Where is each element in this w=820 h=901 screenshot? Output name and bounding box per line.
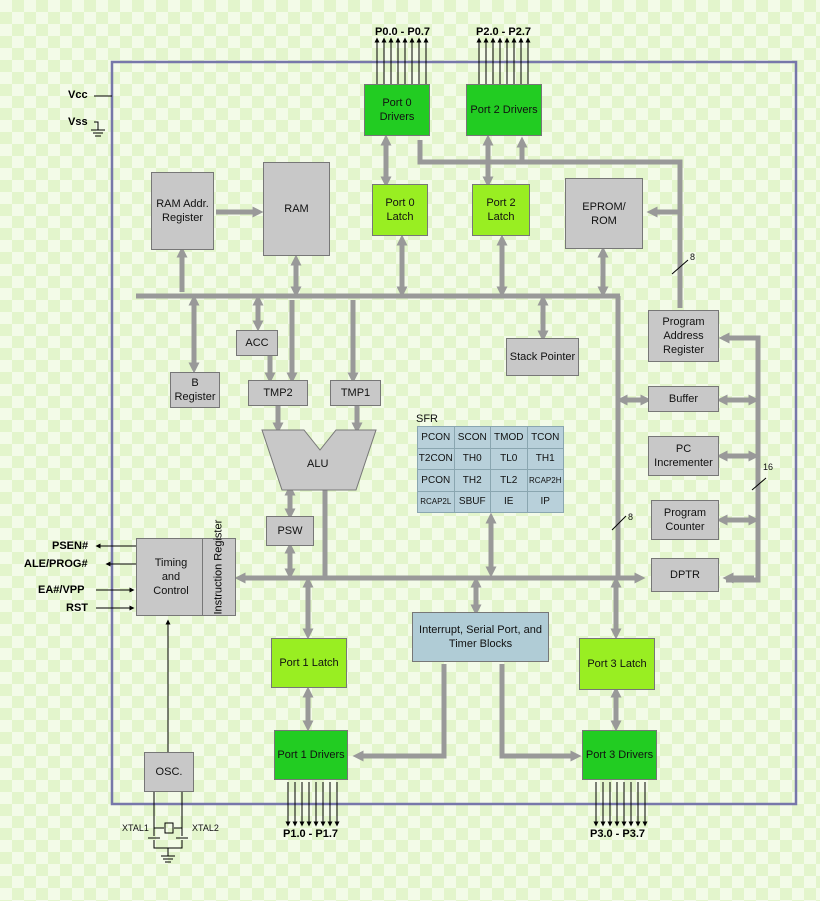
port2-drivers: Port 2 Drivers xyxy=(466,84,542,136)
b-register: B Register xyxy=(170,372,220,408)
sfr-row: PCON TH2 TL2 RCAP2H xyxy=(417,469,564,492)
psen-label: PSEN# xyxy=(52,540,89,552)
port2-latch: Port 2 Latch xyxy=(472,184,530,236)
acc-register: ACC xyxy=(236,330,278,356)
port1-pin-label: P1.0 - P1.7 xyxy=(283,828,339,840)
sfr-cell: IP xyxy=(526,490,564,513)
interrupt-serial-timer-block: Interrupt, Serial Port, and Timer Blocks xyxy=(412,612,549,662)
pc-width-label: 16 xyxy=(763,462,774,472)
sfr-cell: T2CON xyxy=(417,447,455,470)
port3-pins xyxy=(593,782,648,827)
pc-incrementer: PC Incrementer xyxy=(648,436,719,476)
port0-pins xyxy=(374,37,429,84)
xtal2-label: XTAL2 xyxy=(192,823,219,833)
port3-drivers: Port 3 Drivers xyxy=(582,730,657,780)
tmp1-register: TMP1 xyxy=(330,380,381,406)
sfr-cell: PCON xyxy=(417,469,455,492)
port3-latch: Port 3 Latch xyxy=(579,638,655,690)
ram-addr-register: RAM Addr. Register xyxy=(151,172,214,250)
sfr-cell: RCAP2L xyxy=(417,490,455,513)
oscillator: OSC. xyxy=(144,752,194,792)
vcc-label: Vcc xyxy=(68,89,88,101)
vss-label: Vss xyxy=(68,116,88,128)
chip-outline xyxy=(110,60,798,806)
sfr-title: SFR xyxy=(416,413,438,425)
sfr-cell: PCON xyxy=(417,426,455,449)
timing-control-label: Timing and Control xyxy=(153,557,189,597)
port1-drivers: Port 1 Drivers xyxy=(274,730,348,780)
sfr-cell: SBUF xyxy=(453,490,491,513)
ale-label: ALE/PROG# xyxy=(24,558,88,570)
dptr-width-label: 8 xyxy=(628,512,634,522)
sfr-cell: TH1 xyxy=(526,447,564,470)
dptr-register: DPTR xyxy=(651,558,719,592)
xtal1-label: XTAL1 xyxy=(122,823,149,833)
rst-label: RST xyxy=(66,602,88,614)
sfr-table: PCON SCON TMOD TCON T2CON TH0 TL0 TH1 PC… xyxy=(417,426,564,513)
sfr-cell: RCAP2H xyxy=(526,469,564,492)
sfr-cell: TH2 xyxy=(453,469,491,492)
port3-pin-label: P3.0 - P3.7 xyxy=(590,828,646,840)
sfr-row: RCAP2L SBUF IE IP xyxy=(417,490,564,513)
port2-pin-label: P2.0 - P2.7 xyxy=(476,26,532,38)
sfr-cell: SCON xyxy=(453,426,491,449)
program-address-register: Program Address Register xyxy=(648,310,719,362)
tmp2-register: TMP2 xyxy=(248,380,308,406)
sfr-cell: TL0 xyxy=(490,447,528,470)
alu-label: ALU xyxy=(307,458,329,470)
sfr-row: T2CON TH0 TL0 TH1 xyxy=(417,447,564,470)
eprom-rom: EPROM/ ROM xyxy=(565,178,643,249)
port0-pin-label: P0.0 - P0.7 xyxy=(375,26,431,38)
port2-pins xyxy=(476,37,531,84)
pa-width-label: 8 xyxy=(690,252,696,262)
port0-latch: Port 0 Latch xyxy=(372,184,428,236)
sfr-cell: TL2 xyxy=(490,469,528,492)
sfr-cell: IE xyxy=(490,490,528,513)
timing-divider xyxy=(202,538,203,616)
timing-control-block: Timing and Control xyxy=(136,538,236,616)
stack-pointer: Stack Pointer xyxy=(506,338,579,376)
sfr-cell: TMOD xyxy=(490,426,528,449)
sfr-cell: TCON xyxy=(526,426,564,449)
program-counter: Program Counter xyxy=(651,500,719,540)
alu-shape xyxy=(261,429,377,491)
sfr-row: PCON SCON TMOD TCON xyxy=(417,426,564,449)
instruction-register-label: Instruction Register xyxy=(212,519,225,615)
sfr-cell: TH0 xyxy=(453,447,491,470)
buffer: Buffer xyxy=(648,386,719,412)
port1-pins xyxy=(285,782,340,827)
ea-label: EA#/VPP xyxy=(38,584,85,596)
psw-register: PSW xyxy=(266,516,314,546)
port1-latch: Port 1 Latch xyxy=(271,638,347,688)
ram-block: RAM xyxy=(263,162,330,256)
port0-drivers: Port 0 Drivers xyxy=(364,84,430,136)
